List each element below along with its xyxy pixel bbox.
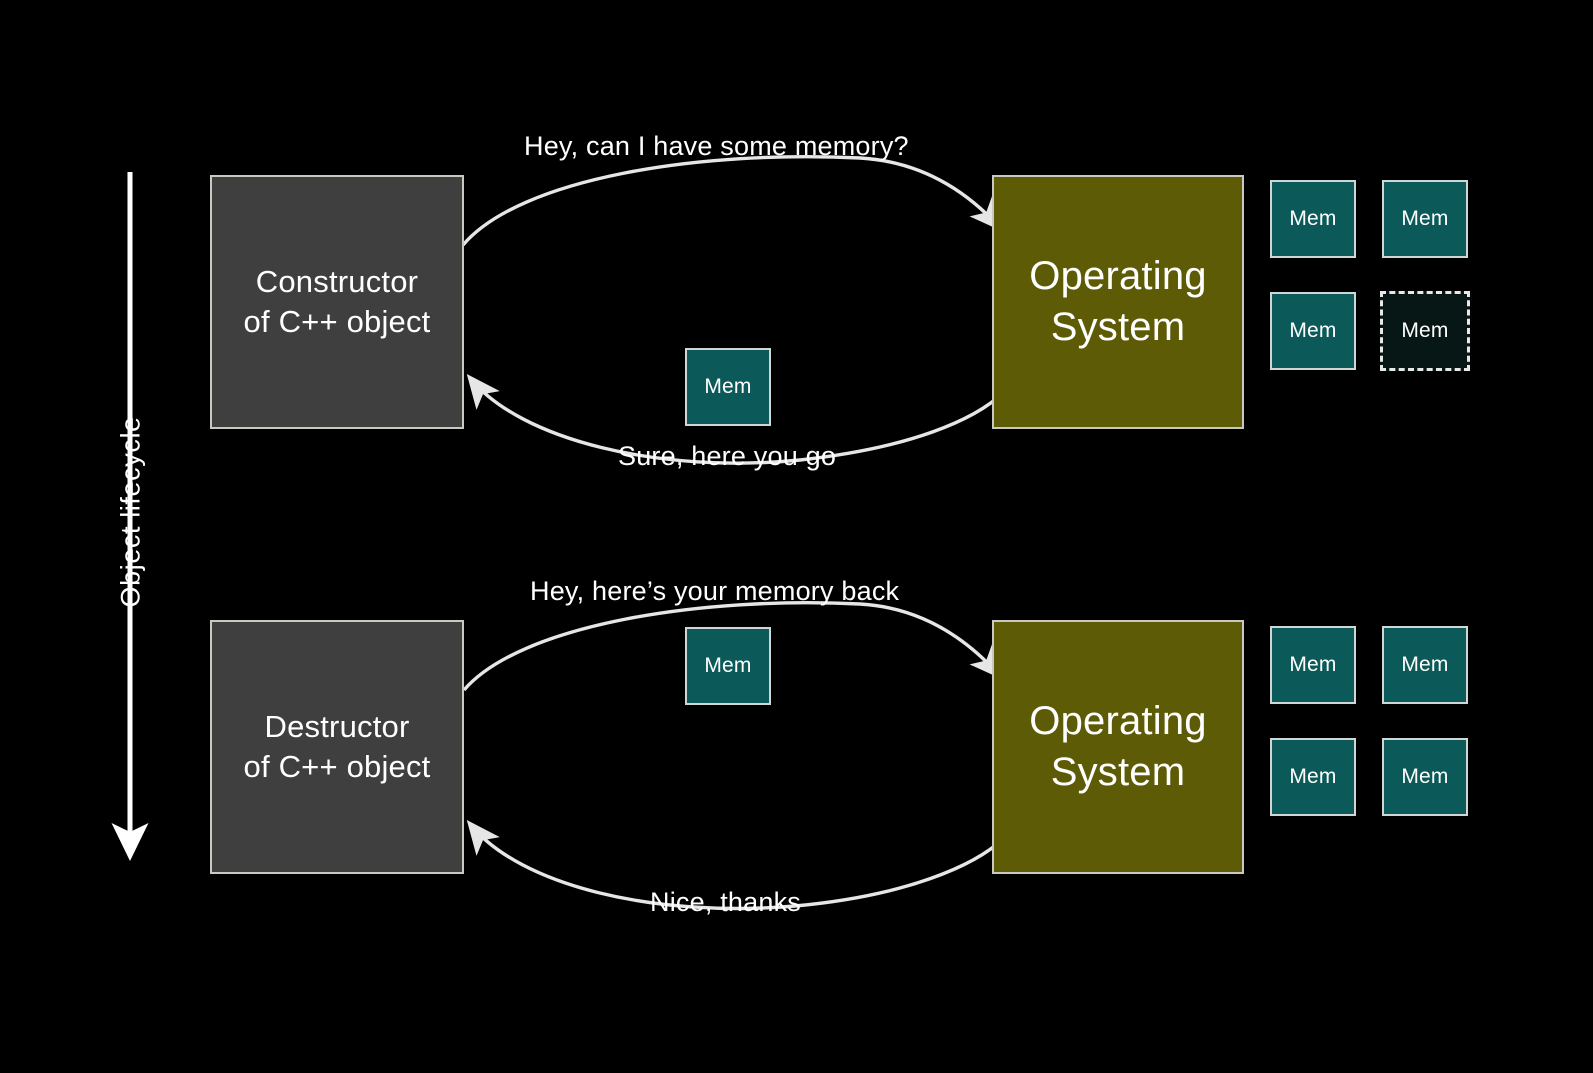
operating-system-box-construction[interactable]: Operating System (992, 175, 1244, 429)
memory-pool-block-2-construction[interactable]: Mem (1382, 180, 1468, 258)
object-lifecycle-label: Object lifecycle (115, 416, 146, 608)
construction-response-label: Sure, here you go (618, 441, 837, 471)
memory-pool-block-3-destruction[interactable]: Mem (1270, 738, 1356, 816)
memory-pool-block-1-construction[interactable]: Mem (1270, 180, 1356, 258)
destruction-response-label: Nice, thanks (650, 887, 801, 917)
memory-pool-block-4-construction-free[interactable]: Mem (1380, 291, 1470, 371)
memory-pool-block-2-destruction[interactable]: Mem (1382, 626, 1468, 704)
memory-pool-block-1-destruction[interactable]: Mem (1270, 626, 1356, 704)
destruction-transit-memory-block[interactable]: Mem (685, 627, 771, 705)
destructor-box[interactable]: Destructor of C++ object (210, 620, 464, 874)
memory-pool-block-4-destruction[interactable]: Mem (1382, 738, 1468, 816)
destruction-request-label: Hey, here’s your memory back (530, 576, 900, 606)
operating-system-box-destruction[interactable]: Operating System (992, 620, 1244, 874)
constructor-box[interactable]: Constructor of C++ object (210, 175, 464, 429)
construction-request-label: Hey, can I have some memory? (524, 131, 909, 161)
construction-transit-memory-block[interactable]: Mem (685, 348, 771, 426)
construction-request-arrow (461, 154, 1004, 247)
memory-pool-block-3-construction[interactable]: Mem (1270, 292, 1356, 370)
